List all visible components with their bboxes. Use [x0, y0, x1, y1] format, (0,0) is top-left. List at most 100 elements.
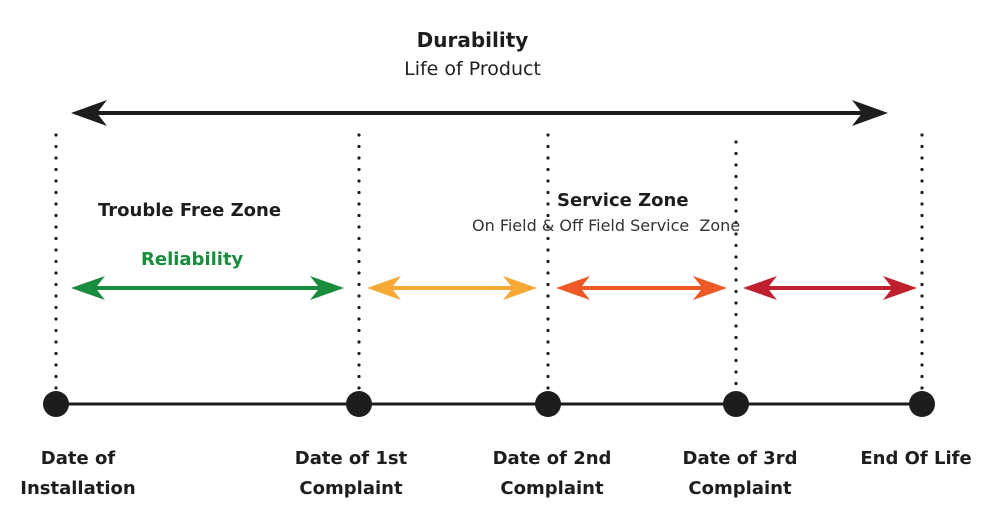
dotted-guide-dot: [54, 236, 58, 241]
segment-arrow-reliability-head-right: [310, 276, 344, 300]
dotted-guide-dot: [920, 374, 924, 379]
dotted-guide-dot: [54, 328, 58, 333]
dotted-guide-dot: [357, 179, 361, 183]
milestone-label-2nd-complaint: Date of 2nd Complaint: [493, 444, 612, 504]
dotted-guide-dot: [546, 259, 550, 264]
dotted-guide-dot: [357, 271, 361, 275]
segment-arrow-service-2-head-left: [556, 276, 590, 300]
milestone-line1: Date of: [40, 448, 116, 469]
dotted-guide-dot: [920, 386, 924, 390]
dotted-guide-dot: [54, 202, 58, 206]
dotted-guide-dot: [546, 340, 550, 344]
dotted-guide-dot: [546, 156, 550, 160]
milestone-line2: Installation: [20, 478, 136, 499]
dotted-guide-dot: [357, 363, 361, 367]
dotted-guide-dot: [920, 248, 924, 252]
dotted-guide-dot: [357, 133, 361, 137]
milestone-line2: Complaint: [500, 478, 604, 499]
dotted-guide-dot: [546, 213, 550, 218]
milestone-label-1st-complaint: Date of 1st Complaint: [295, 444, 407, 504]
dotted-guide-dot: [357, 317, 361, 321]
dotted-guide-dot: [546, 167, 550, 172]
dotted-guide-dot: [920, 271, 924, 275]
dotted-guide-dot: [734, 324, 738, 328]
milestone-node: [909, 391, 935, 417]
milestone-line1: Date of 2nd: [492, 448, 612, 469]
dotted-guide-dot: [546, 236, 550, 241]
dotted-guide-dot: [734, 140, 738, 144]
dotted-guide-dot: [54, 282, 58, 287]
dotted-guide-dot: [734, 335, 738, 340]
dotted-guide-dot: [920, 179, 924, 183]
dotted-guide-dot: [357, 328, 361, 333]
dotted-guide-dot: [546, 202, 550, 206]
dotted-guide-dot: [546, 386, 550, 390]
dotted-guide-dot: [734, 209, 738, 213]
dotted-guide-dot: [54, 386, 58, 390]
dotted-guide-dot: [920, 190, 924, 195]
dotted-guide-dot: [734, 289, 738, 294]
dotted-guide-dot: [920, 317, 924, 321]
dotted-guide-dot: [734, 151, 738, 156]
dotted-guide-dot: [734, 312, 738, 317]
dotted-guide-dot: [54, 259, 58, 264]
dotted-guide-dot: [54, 156, 58, 160]
dotted-guide-dot: [54, 271, 58, 275]
dotted-guide-dot: [546, 294, 550, 298]
dotted-guide-dot: [357, 305, 361, 310]
dotted-guide-dot: [920, 236, 924, 241]
segment-arrow-service-1-head-left: [367, 276, 401, 300]
segment-arrow-service-2-head-right: [693, 276, 727, 300]
service-zone-subtitle: On Field & Off Field Service Zone: [472, 216, 741, 235]
segment-arrow-service-1-head-right: [503, 276, 537, 300]
dotted-guide-dot: [357, 167, 361, 172]
dotted-guide-dot: [357, 248, 361, 252]
dotted-guide-dot: [920, 328, 924, 333]
dotted-guide-dot: [357, 374, 361, 379]
dotted-guide-dot: [357, 386, 361, 390]
reliability-label: Reliability: [141, 249, 244, 270]
dotted-guide-dot: [54, 305, 58, 310]
segment-arrow-service-3-head-left: [743, 276, 777, 300]
segment-arrow-reliability-head-left: [71, 276, 105, 300]
dotted-guide-dot: [734, 370, 738, 374]
dotted-guide-dot: [546, 133, 550, 137]
dotted-guide-dot: [546, 225, 550, 229]
dotted-guide-dot: [54, 167, 58, 172]
milestone-line1: Date of 1st: [294, 448, 408, 469]
dotted-guide-dot: [920, 305, 924, 310]
dotted-guide-dot: [920, 156, 924, 160]
dotted-guide-dot: [546, 190, 550, 195]
dotted-guide-dot: [734, 163, 738, 167]
dotted-guide-dot: [734, 186, 738, 190]
dotted-guide-dot: [54, 374, 58, 379]
dotted-guide-dot: [734, 381, 738, 386]
dotted-guide-dot: [734, 243, 738, 248]
dotted-guide-dot: [734, 232, 738, 236]
dotted-guide-dot: [920, 259, 924, 264]
milestone-node: [346, 391, 372, 417]
dotted-guide-dot: [357, 144, 361, 149]
dotted-guide-dot: [920, 213, 924, 218]
milestone-line1: End Of Life: [860, 448, 972, 469]
dotted-guide-dot: [734, 197, 738, 202]
dotted-guide-dot: [734, 358, 738, 363]
durability-arrow-head-left: [71, 100, 107, 126]
segment-arrow-service-3-head-right: [883, 276, 917, 300]
dotted-guide-dot: [920, 144, 924, 149]
dotted-guide-dot: [357, 156, 361, 160]
dotted-guide-dot: [546, 271, 550, 275]
dotted-guide-dot: [546, 374, 550, 379]
dotted-guide-dot: [357, 225, 361, 229]
dotted-guide-dot: [357, 190, 361, 195]
dotted-guide-dot: [920, 167, 924, 172]
dotted-guide-dot: [54, 144, 58, 149]
dotted-guide-dot: [920, 340, 924, 344]
diagram-title: Durability: [416, 28, 529, 52]
diagram-subtitle: Life of Product: [404, 58, 541, 80]
dotted-guide-dot: [546, 305, 550, 310]
dotted-guide-dot: [357, 282, 361, 287]
dotted-guide-dot: [734, 301, 738, 305]
milestone-line2: Complaint: [688, 478, 792, 499]
dotted-guide-dot: [920, 282, 924, 287]
